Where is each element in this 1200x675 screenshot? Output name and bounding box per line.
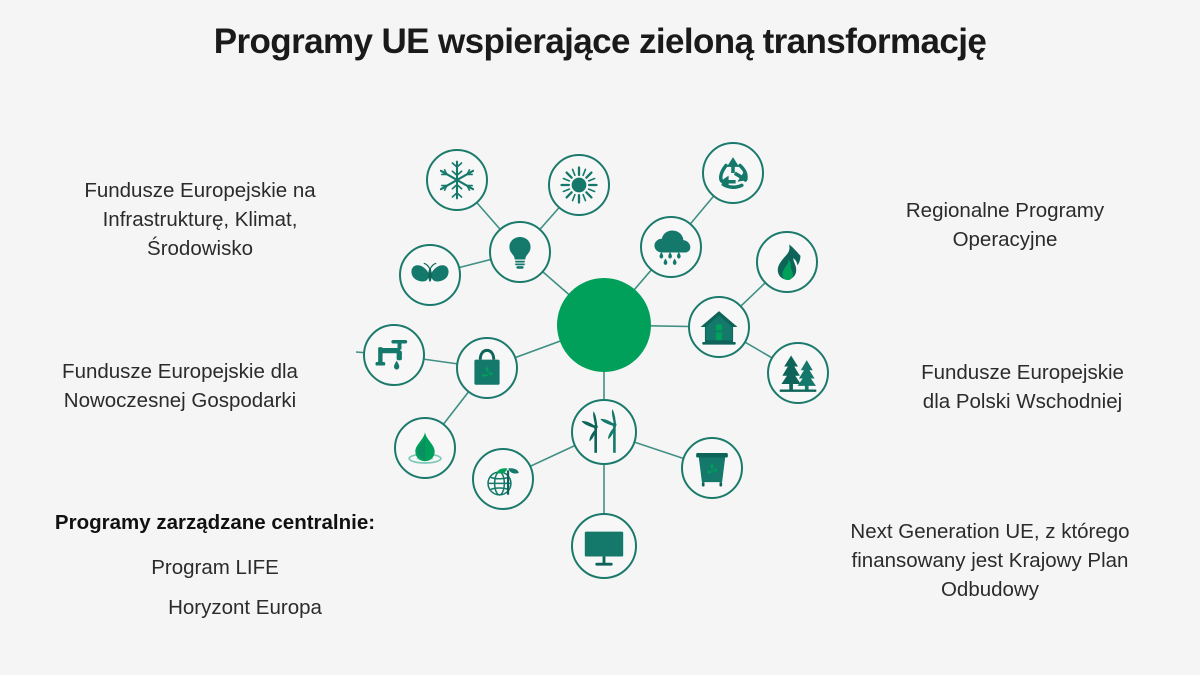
sun-icon (560, 166, 598, 204)
label-horyzont-europa: Horyzont Europa (168, 596, 322, 619)
label-fundusze-polska-wschodnia: Fundusze Europejskie dla Polski Wschodni… (921, 361, 1124, 414)
label-regionalne-programy-operacyjne: Regionalne Programy Operacyjne (905, 199, 1105, 252)
node-bg-tap (363, 324, 425, 386)
label-program-life: Program LIFE (151, 556, 279, 579)
label-fundusze-infrastruktura: Fundusze Europejskie na Infrastrukturę, … (84, 179, 316, 261)
node-bg-wind (571, 399, 637, 465)
page-title: Programy UE wspierające zieloną transfor… (213, 22, 987, 61)
earth-globe-icon (557, 278, 651, 380)
label-next-generation-ue: Next Generation UE, z którego finansowan… (850, 520, 1130, 602)
label-fundusze-nowoczesna-gospodarka: Fundusze Europejskie dla Nowoczesnej Gos… (62, 360, 298, 413)
label-programy-centralnie-heading: Programy zarządzane centralnie: (54, 511, 376, 534)
